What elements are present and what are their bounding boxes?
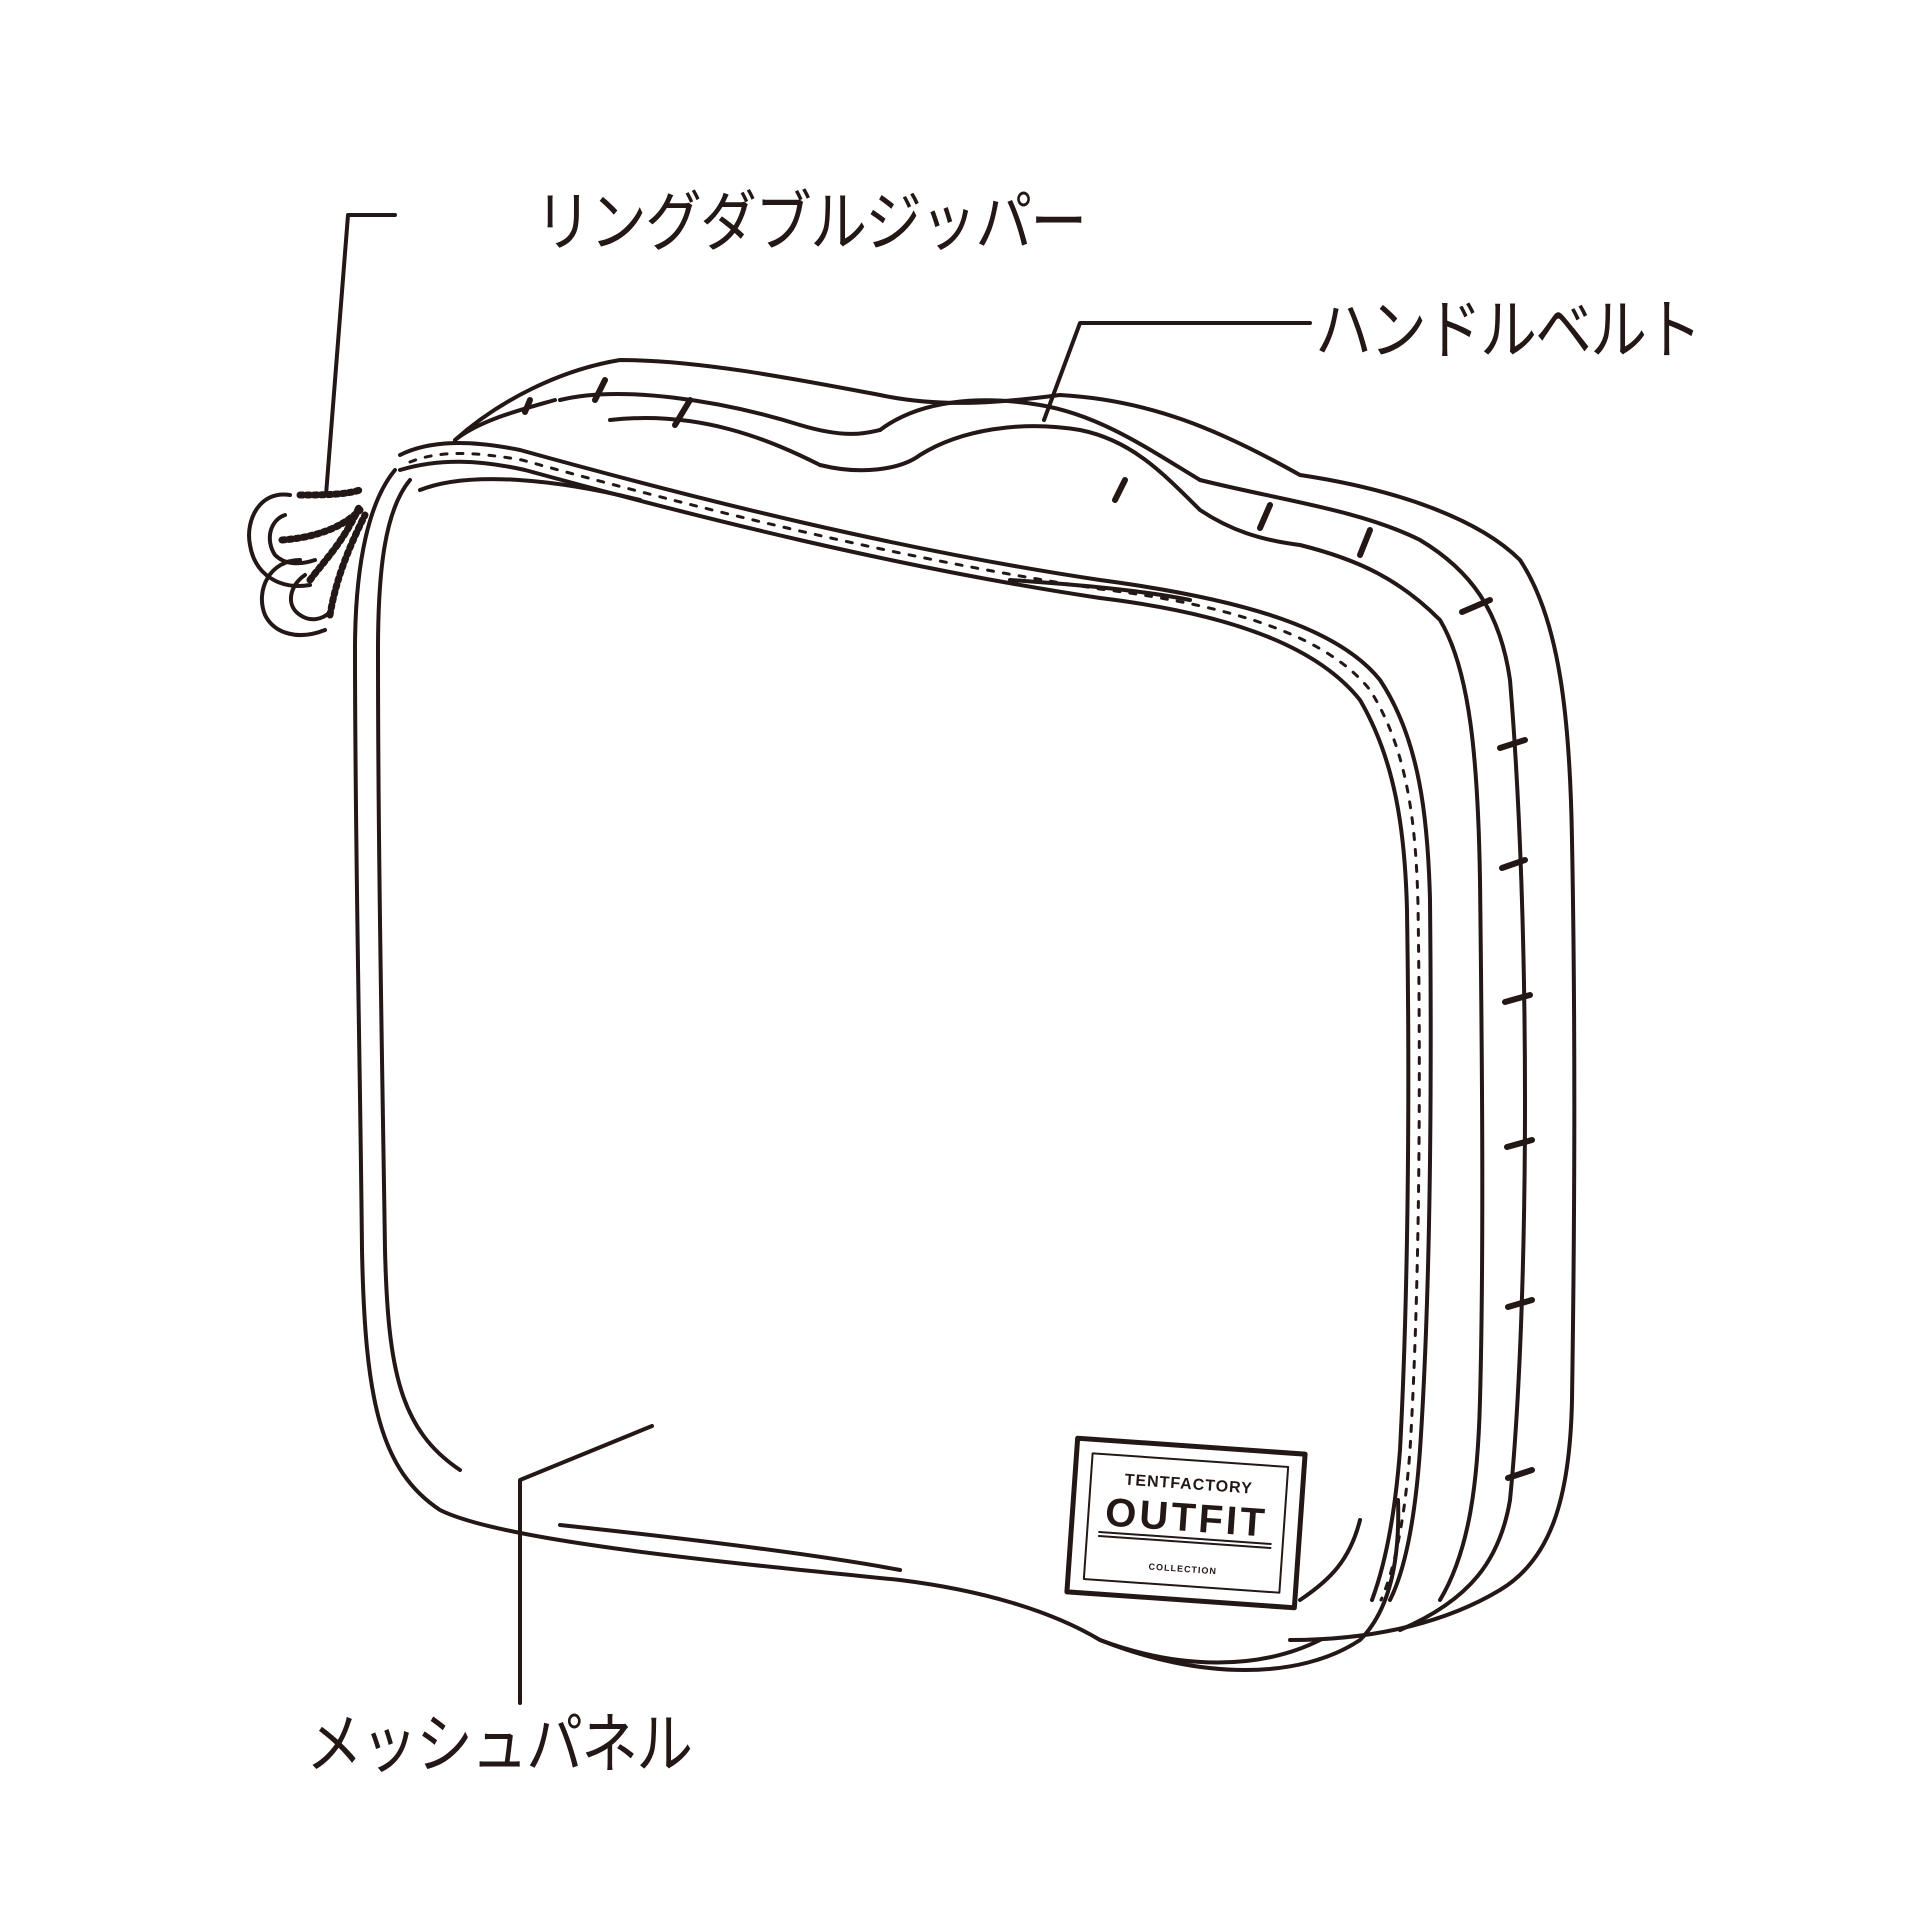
bag-top-shell	[453, 358, 1577, 1642]
belt-stitches	[522, 377, 1535, 1481]
leader-line-zipper	[324, 213, 397, 497]
leader-lines	[324, 213, 1312, 1705]
zipper-track	[398, 441, 1433, 1602]
front-panel	[353, 468, 1401, 1672]
callout-mesh-panel: メッシュパネル	[306, 1706, 693, 1783]
badge-subtitle: COLLECTION	[1148, 1561, 1218, 1577]
leader-line-mesh	[518, 1424, 654, 1705]
callout-ring-double-zipper: リングダブルジッパー	[535, 184, 1087, 261]
brand-badge: TENTFACTORY OUTFIT COLLECTION	[1065, 1436, 1307, 1610]
leader-line-handle	[1042, 321, 1312, 422]
brand-badge-frame	[1064, 1435, 1308, 1611]
callout-handle-belt: ハンドルベルト	[1315, 292, 1702, 369]
ring-zipper-pull-icon	[247, 486, 369, 637]
